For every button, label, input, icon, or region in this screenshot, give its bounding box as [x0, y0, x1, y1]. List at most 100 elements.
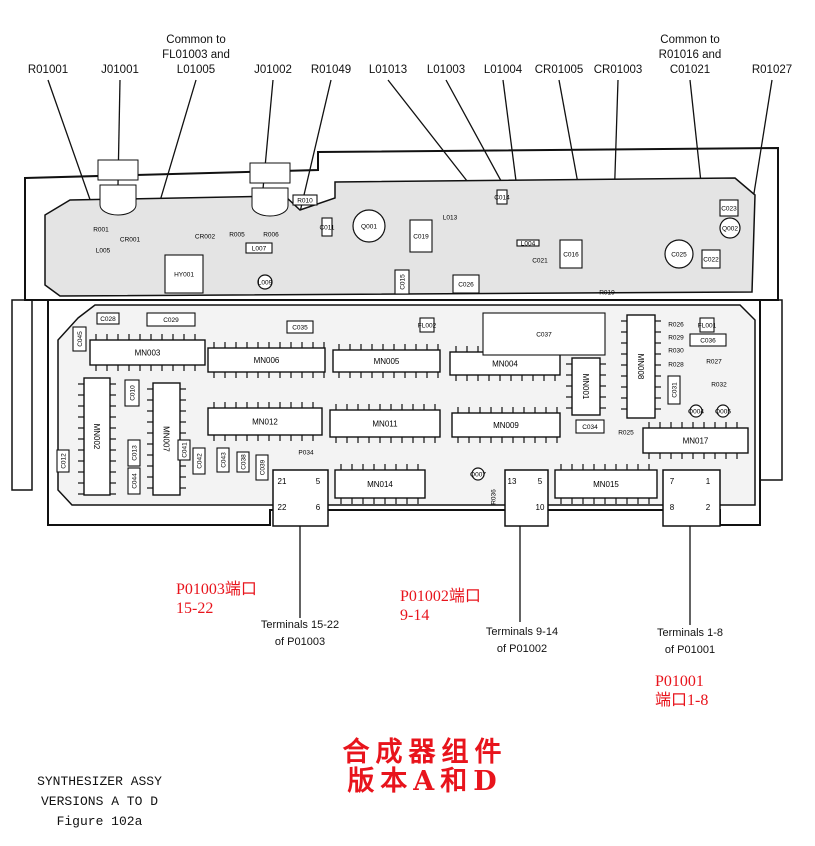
connector-pin-number: 5: [538, 477, 543, 486]
connector-pin-number: 8: [670, 503, 675, 512]
part-c019: C019: [409, 219, 433, 253]
jack-j01001: [97, 159, 139, 216]
part-p034: P034: [298, 450, 314, 457]
part-label: R027: [706, 359, 722, 366]
callout-l01003: L01003: [427, 63, 465, 78]
part-c023: C023: [719, 199, 739, 217]
ic-label: MN005: [374, 357, 400, 366]
part-label: C025: [671, 252, 687, 259]
part-c016: C016: [559, 239, 583, 269]
part-c012: C012: [56, 449, 70, 473]
terminals-line: of P01001: [664, 644, 716, 656]
part-label: C044: [132, 473, 139, 489]
part-c038: C038: [236, 451, 250, 473]
callout-line: CR01003: [593, 64, 643, 76]
part-r036: R036: [491, 489, 498, 505]
part-label: R019: [599, 290, 615, 297]
ic-mn011: MN011: [329, 404, 441, 443]
ic-mn012: MN012: [207, 402, 323, 441]
part-label: FL002: [418, 323, 437, 330]
ic-pins: [566, 363, 606, 409]
part-q002: Q002: [719, 217, 741, 239]
ic-label: MN015: [593, 480, 619, 489]
part-label: R010: [297, 198, 313, 205]
part-label: C019: [413, 234, 429, 241]
callout-j01001: J01001: [101, 63, 139, 78]
part-label: C034: [582, 424, 598, 431]
chinese-title-line-2: 版本A和D: [347, 766, 503, 797]
part-c035: C035: [286, 320, 314, 334]
part-label: R030: [668, 348, 684, 355]
part-label: C037: [536, 332, 552, 339]
part-label: R025: [618, 430, 634, 437]
ic-mn001: MN001: [566, 357, 606, 416]
ic-label: MN007: [162, 426, 171, 452]
part-c021: C021: [532, 258, 548, 265]
part-label: C045: [77, 331, 84, 347]
leader-line: [299, 79, 332, 213]
callout-r01001: R01001: [28, 63, 68, 78]
ic-pins: [78, 383, 116, 495]
part-c037: C037: [482, 312, 606, 356]
leader-line: [387, 79, 479, 196]
ic-label: MN001: [581, 374, 590, 400]
part-label: C015: [400, 274, 407, 290]
part-r006: R006: [263, 232, 279, 239]
connector-pin-number: 5: [316, 477, 321, 486]
part-l005: L005: [96, 248, 111, 255]
red-label-line: 15-22: [176, 600, 214, 617]
ic-pins: [340, 464, 419, 504]
part-label: R036: [491, 489, 498, 505]
part-label: C039: [260, 459, 267, 475]
callout-line: L01004: [483, 64, 523, 76]
part-c015: C015: [394, 269, 410, 295]
callout-l01004: L01004: [484, 63, 522, 78]
terminals-line: Terminals 1-8: [656, 627, 724, 639]
part-c014: C014: [494, 189, 510, 205]
part-label: C013: [132, 445, 139, 461]
ic-pins: [95, 334, 196, 371]
connector-pin-number: 22: [278, 503, 287, 512]
part-c010: C010: [124, 379, 140, 407]
connector-pin-number: 6: [316, 503, 321, 512]
terminals-line: of P01002: [496, 643, 548, 655]
part-label: R005: [229, 232, 245, 239]
part-label: L007: [252, 246, 267, 253]
part-label: C023: [721, 206, 737, 213]
ic-label: MN009: [493, 421, 519, 430]
part-r019: R019: [599, 290, 615, 297]
part-c031: C031: [667, 375, 681, 405]
part-label: Q004: [688, 409, 704, 416]
part-c042: C042: [192, 447, 206, 475]
part-c041: C041: [177, 439, 191, 461]
part-label: C011: [319, 225, 334, 232]
ic-mn014: MN014: [334, 464, 426, 504]
red-label-line: P01001: [655, 673, 704, 690]
part-label: C043: [221, 452, 228, 468]
part-fl001: FL001: [698, 317, 717, 333]
terminals-line: Terminals 9-14: [485, 626, 559, 638]
part-l009: L009: [257, 274, 273, 290]
part-label: Q007: [470, 472, 486, 479]
part-label: L004: [521, 241, 536, 248]
part-c045: C045: [72, 326, 87, 352]
part-label: C014: [494, 195, 510, 202]
callout-line: J01002: [254, 64, 292, 76]
part-fl002: FL002: [418, 317, 437, 333]
part-l013: L013: [443, 215, 458, 222]
connector-pin-number: 13: [508, 477, 517, 486]
ic-label: MN012: [252, 418, 278, 427]
part-label: C038: [241, 454, 248, 470]
ic-mn007: MN007: [147, 382, 186, 496]
part-label: C012: [61, 453, 68, 469]
ic-label: MN008: [636, 354, 645, 380]
callout-line: R01001: [27, 64, 69, 76]
terminals-label-p01003: Terminals 15-22 of P01003: [261, 617, 339, 651]
part-c034: C034: [575, 419, 605, 434]
part-label: C041: [182, 442, 189, 458]
jack-j01002: [249, 162, 291, 217]
part-label: C022: [703, 257, 719, 264]
